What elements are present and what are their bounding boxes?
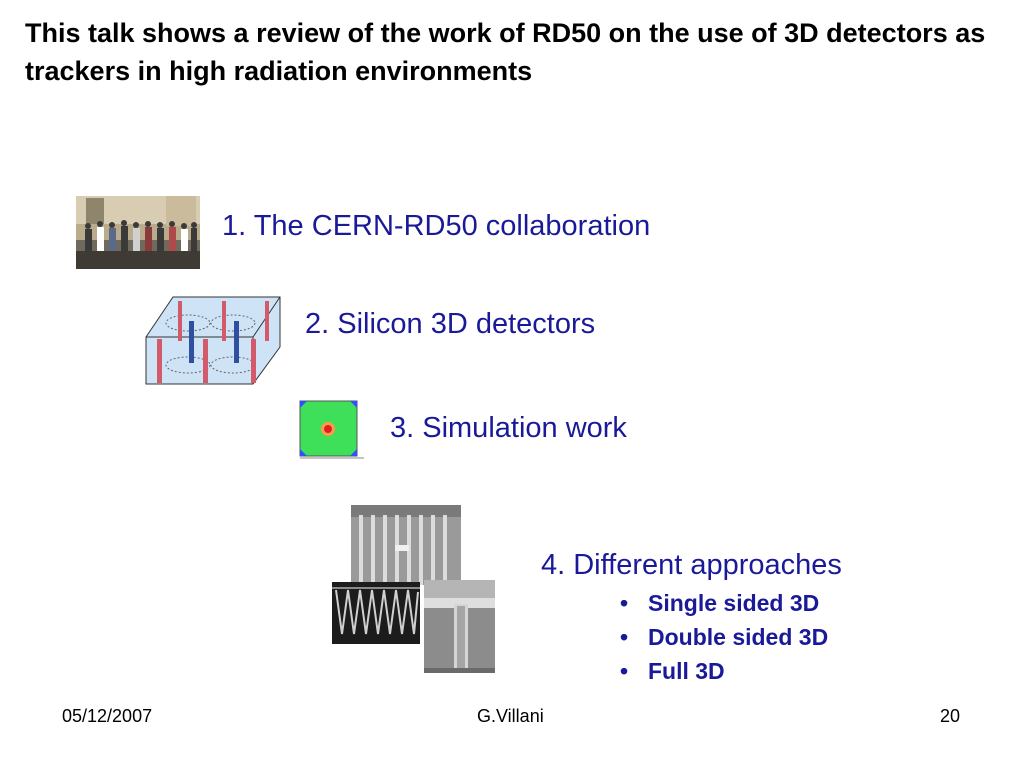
footer-author: G.Villani [477,706,544,726]
item-different-approaches: 4. Different approaches [541,549,842,581]
item-collaboration: 1. The CERN-RD50 collaboration [222,210,651,242]
sub-item-label: Single sided 3D [648,590,820,616]
sub-item-single-sided: • Single sided 3D [620,590,819,617]
sub-item-label: Double sided 3D [648,624,829,650]
sub-item-double-sided: • Double sided 3D [620,624,828,651]
collaboration-group-photo [76,196,200,269]
footer-page-number: 20 [940,706,961,726]
simulation-field-map [292,398,368,462]
bullet: • [620,624,629,650]
sub-item-label: Full 3D [648,658,725,684]
slide-title: This talk shows a review of the work of … [25,18,986,86]
footer-date: 05/12/2007 [62,706,153,726]
sem-image-columns-top [351,505,461,585]
sem-image-column-closeup [424,580,495,673]
item-silicon-3d-detectors: 2. Silicon 3D detectors [305,308,596,340]
bullet: • [620,658,629,684]
item-simulation-work: 3. Simulation work [390,412,627,444]
detector-3d-schematic [143,293,283,386]
sub-item-full-3d: • Full 3D [620,658,725,685]
sem-image-trenches [332,582,420,644]
bullet: • [620,590,629,616]
